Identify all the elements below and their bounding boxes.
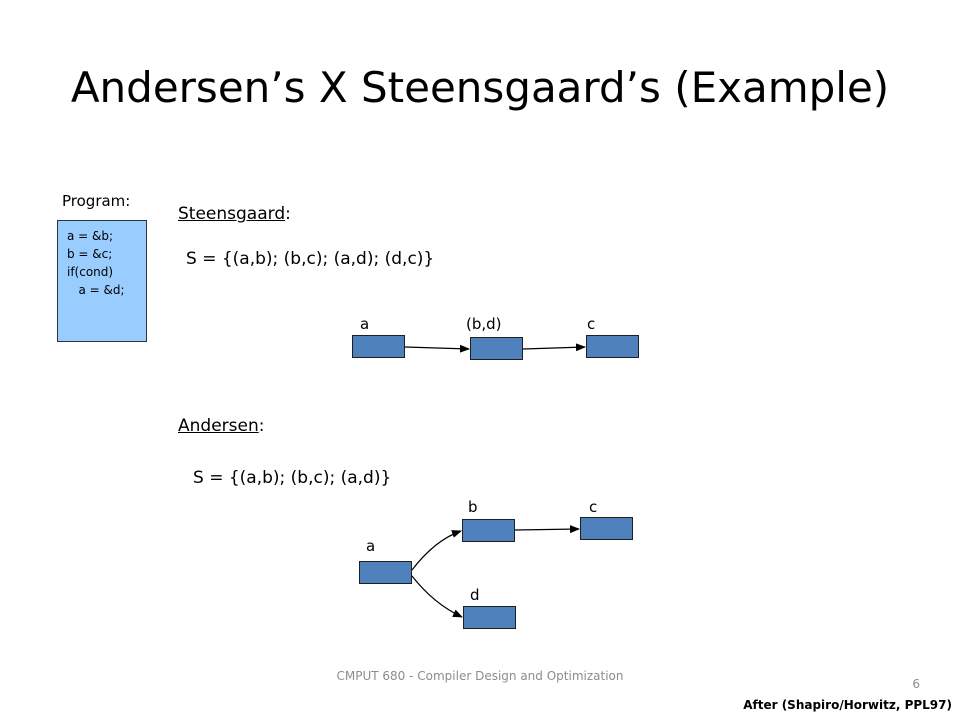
steensgaard-node-c bbox=[586, 335, 639, 358]
andersen-node-label-b: b bbox=[468, 498, 478, 516]
edge-b-to-c bbox=[514, 525, 580, 534]
andersen-heading-text: Andersen bbox=[178, 416, 259, 436]
andersen-node-d bbox=[463, 606, 516, 629]
program-code-box: a = &b; b = &c; if(cond) a = &d; bbox=[57, 220, 147, 342]
code-line: if(cond) bbox=[67, 265, 114, 279]
steensgaard-node-label-a: a bbox=[360, 315, 370, 333]
edge-bd-to-c bbox=[522, 343, 586, 352]
steensgaard-node-label-c: c bbox=[587, 315, 596, 333]
code-line: a = &b; bbox=[67, 229, 114, 243]
steensgaard-node-a bbox=[352, 335, 405, 358]
steensgaard-heading-text: Steensgaard bbox=[178, 204, 286, 224]
footer-credit: After (Shapiro/Horwitz, PPL97) bbox=[743, 698, 952, 712]
footer-page-number: 6 bbox=[912, 677, 920, 691]
steensgaard-node-label-bd: (b,d) bbox=[466, 315, 502, 333]
andersen-points-to-set: S = {(a,b); (b,c); (a,d)} bbox=[193, 468, 392, 488]
edge-a-to-d bbox=[411, 575, 463, 618]
andersen-heading: Andersen: bbox=[178, 416, 265, 436]
andersen-node-a bbox=[359, 561, 412, 584]
footer-course-name: CMPUT 680 - Compiler Design and Optimiza… bbox=[336, 669, 624, 683]
edge-a-to-bd bbox=[404, 344, 470, 353]
steensgaard-heading: Steensgaard: bbox=[178, 204, 291, 224]
andersen-node-label-d: d bbox=[470, 586, 480, 604]
andersen-node-c bbox=[580, 517, 633, 540]
slide-title: Andersen’s X Steensgaard’s (Example) bbox=[70, 63, 890, 112]
code-line: b = &c; bbox=[67, 247, 113, 261]
code-line: a = &d; bbox=[67, 283, 125, 297]
steensgaard-node-bd bbox=[470, 337, 523, 360]
steensgaard-points-to-set: S = {(a,b); (b,c); (a,d); (d,c)} bbox=[186, 249, 435, 269]
andersen-node-label-c: c bbox=[589, 498, 598, 516]
andersen-node-b bbox=[462, 519, 515, 542]
andersen-node-label-a: a bbox=[366, 537, 376, 555]
program-label: Program: bbox=[62, 192, 131, 210]
edge-a-to-b bbox=[411, 530, 462, 571]
